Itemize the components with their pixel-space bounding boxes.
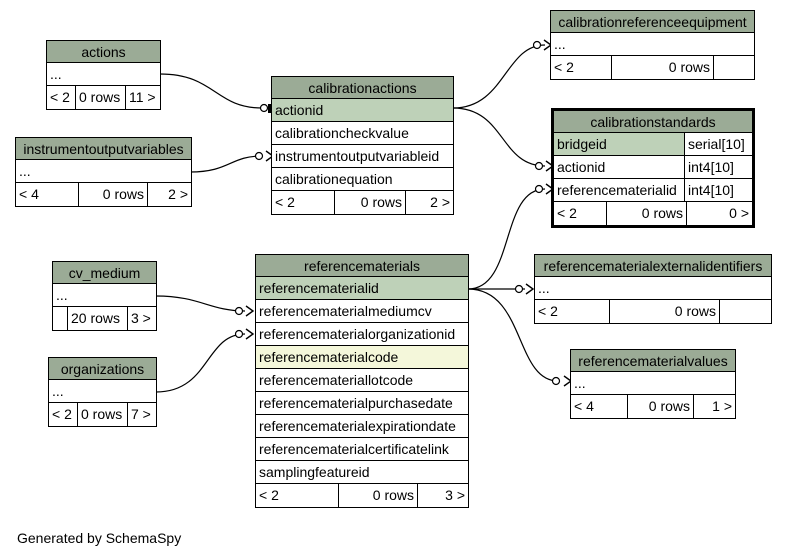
column-type: serial[10] — [684, 133, 752, 155]
children-link[interactable]: 7 > — [127, 403, 156, 426]
table-title: instrumentoutputvariables — [16, 138, 191, 160]
table-columns-placeholder: ... — [53, 284, 156, 307]
children-link[interactable]: 1 > — [693, 395, 735, 418]
column-referencematerialcertificatelink[interactable]: referencematerialcertificatelink — [256, 438, 468, 461]
column-referencematerialexpirationdate[interactable]: referencematerialexpirationdate — [256, 415, 468, 438]
parents-link[interactable]: < 2 — [275, 194, 295, 210]
parents-link[interactable]: < 2 — [52, 406, 72, 422]
table-columns-placeholder: ... — [16, 160, 191, 183]
column-actionid[interactable]: actionid int4[10] — [554, 156, 752, 179]
table-referencematerialvalues[interactable]: referencematerialvalues ... < 4 0 rows 1… — [570, 349, 736, 419]
table-title: actions — [47, 41, 160, 63]
children-link[interactable] — [713, 56, 754, 79]
children-link[interactable]: 11 > — [125, 86, 160, 109]
table-footer: < 2 0 rows — [535, 300, 771, 323]
column-actionid[interactable]: actionid — [272, 99, 453, 122]
column-type: int4[10] — [684, 179, 752, 201]
row-count: 0 rows — [609, 300, 719, 323]
table-columns-placeholder: ... — [535, 277, 771, 300]
row-count: 0 rows — [627, 395, 693, 418]
table-columns-placeholder: ... — [47, 63, 160, 86]
row-count: 0 rows — [334, 191, 405, 214]
edge-org-rm — [155, 333, 246, 393]
parents-link[interactable]: < 2 — [259, 487, 279, 503]
edge-cvmedium-rm — [155, 295, 246, 312]
table-title: referencematerialvalues — [571, 350, 735, 372]
table-calibrationstandards[interactable]: calibrationstandards bridgeid serial[10]… — [551, 108, 755, 228]
parents-link[interactable]: < 2 — [538, 303, 558, 319]
children-link[interactable]: 3 > — [127, 307, 156, 330]
table-instrumentoutputvariables[interactable]: instrumentoutputvariables ... < 4 0 rows… — [15, 137, 192, 207]
table-actions[interactable]: actions ... < 2 0 rows 11 > — [46, 40, 161, 110]
edge-calibrationactions-cs — [452, 107, 546, 167]
table-footer: < 2 0 rows 0 > — [554, 202, 752, 225]
column-referencematerialpurchasedate[interactable]: referencematerialpurchasedate — [256, 392, 468, 415]
table-footer: < 2 0 rows 7 > — [49, 403, 156, 426]
column-referencematerialcode[interactable]: referencematerialcode — [256, 346, 468, 369]
column-referencematerialmediumcv[interactable]: referencematerialmediumcv — [256, 300, 468, 323]
column-bridgeid[interactable]: bridgeid serial[10] — [554, 133, 752, 156]
table-calibrationreferenceequipment[interactable]: calibrationreferenceequipment ... < 2 0 … — [550, 10, 755, 80]
table-title: calibrationactions — [272, 77, 453, 99]
children-link[interactable]: 2 > — [147, 183, 191, 206]
row-count: 0 rows — [75, 86, 125, 109]
table-footer: < 2 0 rows 2 > — [272, 191, 453, 214]
column-calibrationcheckvalue[interactable]: calibrationcheckvalue — [272, 122, 453, 145]
column-referencematerialorganizationid[interactable]: referencematerialorganizationid — [256, 323, 468, 346]
table-title: calibrationreferenceequipment — [551, 11, 754, 33]
row-count: 20 rows — [67, 307, 127, 330]
row-count: 0 rows — [338, 484, 417, 507]
table-footer: < 2 0 rows 11 > — [47, 86, 160, 109]
parents-link[interactable]: < 4 — [574, 398, 594, 414]
table-referencematerialexternalidentifiers[interactable]: referencematerialexternalidentifiers ...… — [534, 254, 772, 324]
table-footer: < 4 0 rows 1 > — [571, 395, 735, 418]
table-cv_medium[interactable]: cv_medium ... 20 rows 3 > — [52, 261, 157, 331]
row-count: 0 rows — [77, 403, 127, 426]
generated-by-label: Generated by SchemaSpy — [17, 530, 182, 546]
edge-rm-rmv — [467, 288, 559, 382]
column-referencematerialid[interactable]: referencematerialid int4[10] — [554, 179, 752, 202]
children-link[interactable]: 2 > — [405, 191, 453, 214]
children-link[interactable]: 0 > — [686, 202, 752, 225]
table-title: calibrationstandards — [554, 111, 752, 133]
edge-iov-calibrationactions — [189, 155, 263, 173]
parents-link[interactable] — [53, 307, 67, 330]
edge-actions-calibrationactions — [159, 73, 263, 109]
table-footer: < 2 0 rows — [551, 56, 754, 79]
table-footer: < 4 0 rows 2 > — [16, 183, 191, 206]
parents-link[interactable]: < 2 — [554, 59, 574, 75]
table-organizations[interactable]: organizations ... < 2 0 rows 7 > — [48, 357, 157, 427]
parents-link[interactable]: < 4 — [19, 186, 39, 202]
children-link[interactable] — [719, 300, 771, 323]
table-footer: 20 rows 3 > — [53, 307, 156, 330]
table-title: cv_medium — [53, 262, 156, 284]
column-type: int4[10] — [684, 156, 752, 178]
column-calibrationequation[interactable]: calibrationequation — [272, 168, 453, 191]
table-title: referencematerials — [256, 255, 468, 277]
row-count: 0 rows — [606, 202, 686, 225]
parents-link[interactable]: < 2 — [557, 205, 577, 221]
edge-rm-cs — [467, 188, 546, 290]
table-calibrationactions[interactable]: calibrationactions actionid calibrationc… — [271, 76, 454, 215]
table-footer: < 2 0 rows 3 > — [256, 484, 468, 507]
table-title: referencematerialexternalidentifiers — [535, 255, 771, 277]
column-referencematerialid[interactable]: referencematerialid — [256, 277, 468, 300]
column-referencemateriallotcode[interactable]: referencemateriallotcode — [256, 369, 468, 392]
column-instrumentoutputvariableid[interactable]: instrumentoutputvariableid — [272, 145, 453, 168]
row-count: 0 rows — [611, 56, 713, 79]
parents-link[interactable]: < 2 — [50, 89, 70, 105]
column-samplingfeatureid[interactable]: samplingfeatureid — [256, 461, 468, 484]
table-columns-placeholder: ... — [571, 372, 735, 395]
table-columns-placeholder: ... — [551, 33, 754, 56]
table-title: organizations — [49, 358, 156, 380]
row-count: 0 rows — [78, 183, 147, 206]
table-referencematerials[interactable]: referencematerials referencematerialid r… — [255, 254, 469, 508]
edge-calibrationactions-cre — [452, 44, 546, 109]
table-columns-placeholder: ... — [49, 380, 156, 403]
children-link[interactable]: 3 > — [417, 484, 468, 507]
